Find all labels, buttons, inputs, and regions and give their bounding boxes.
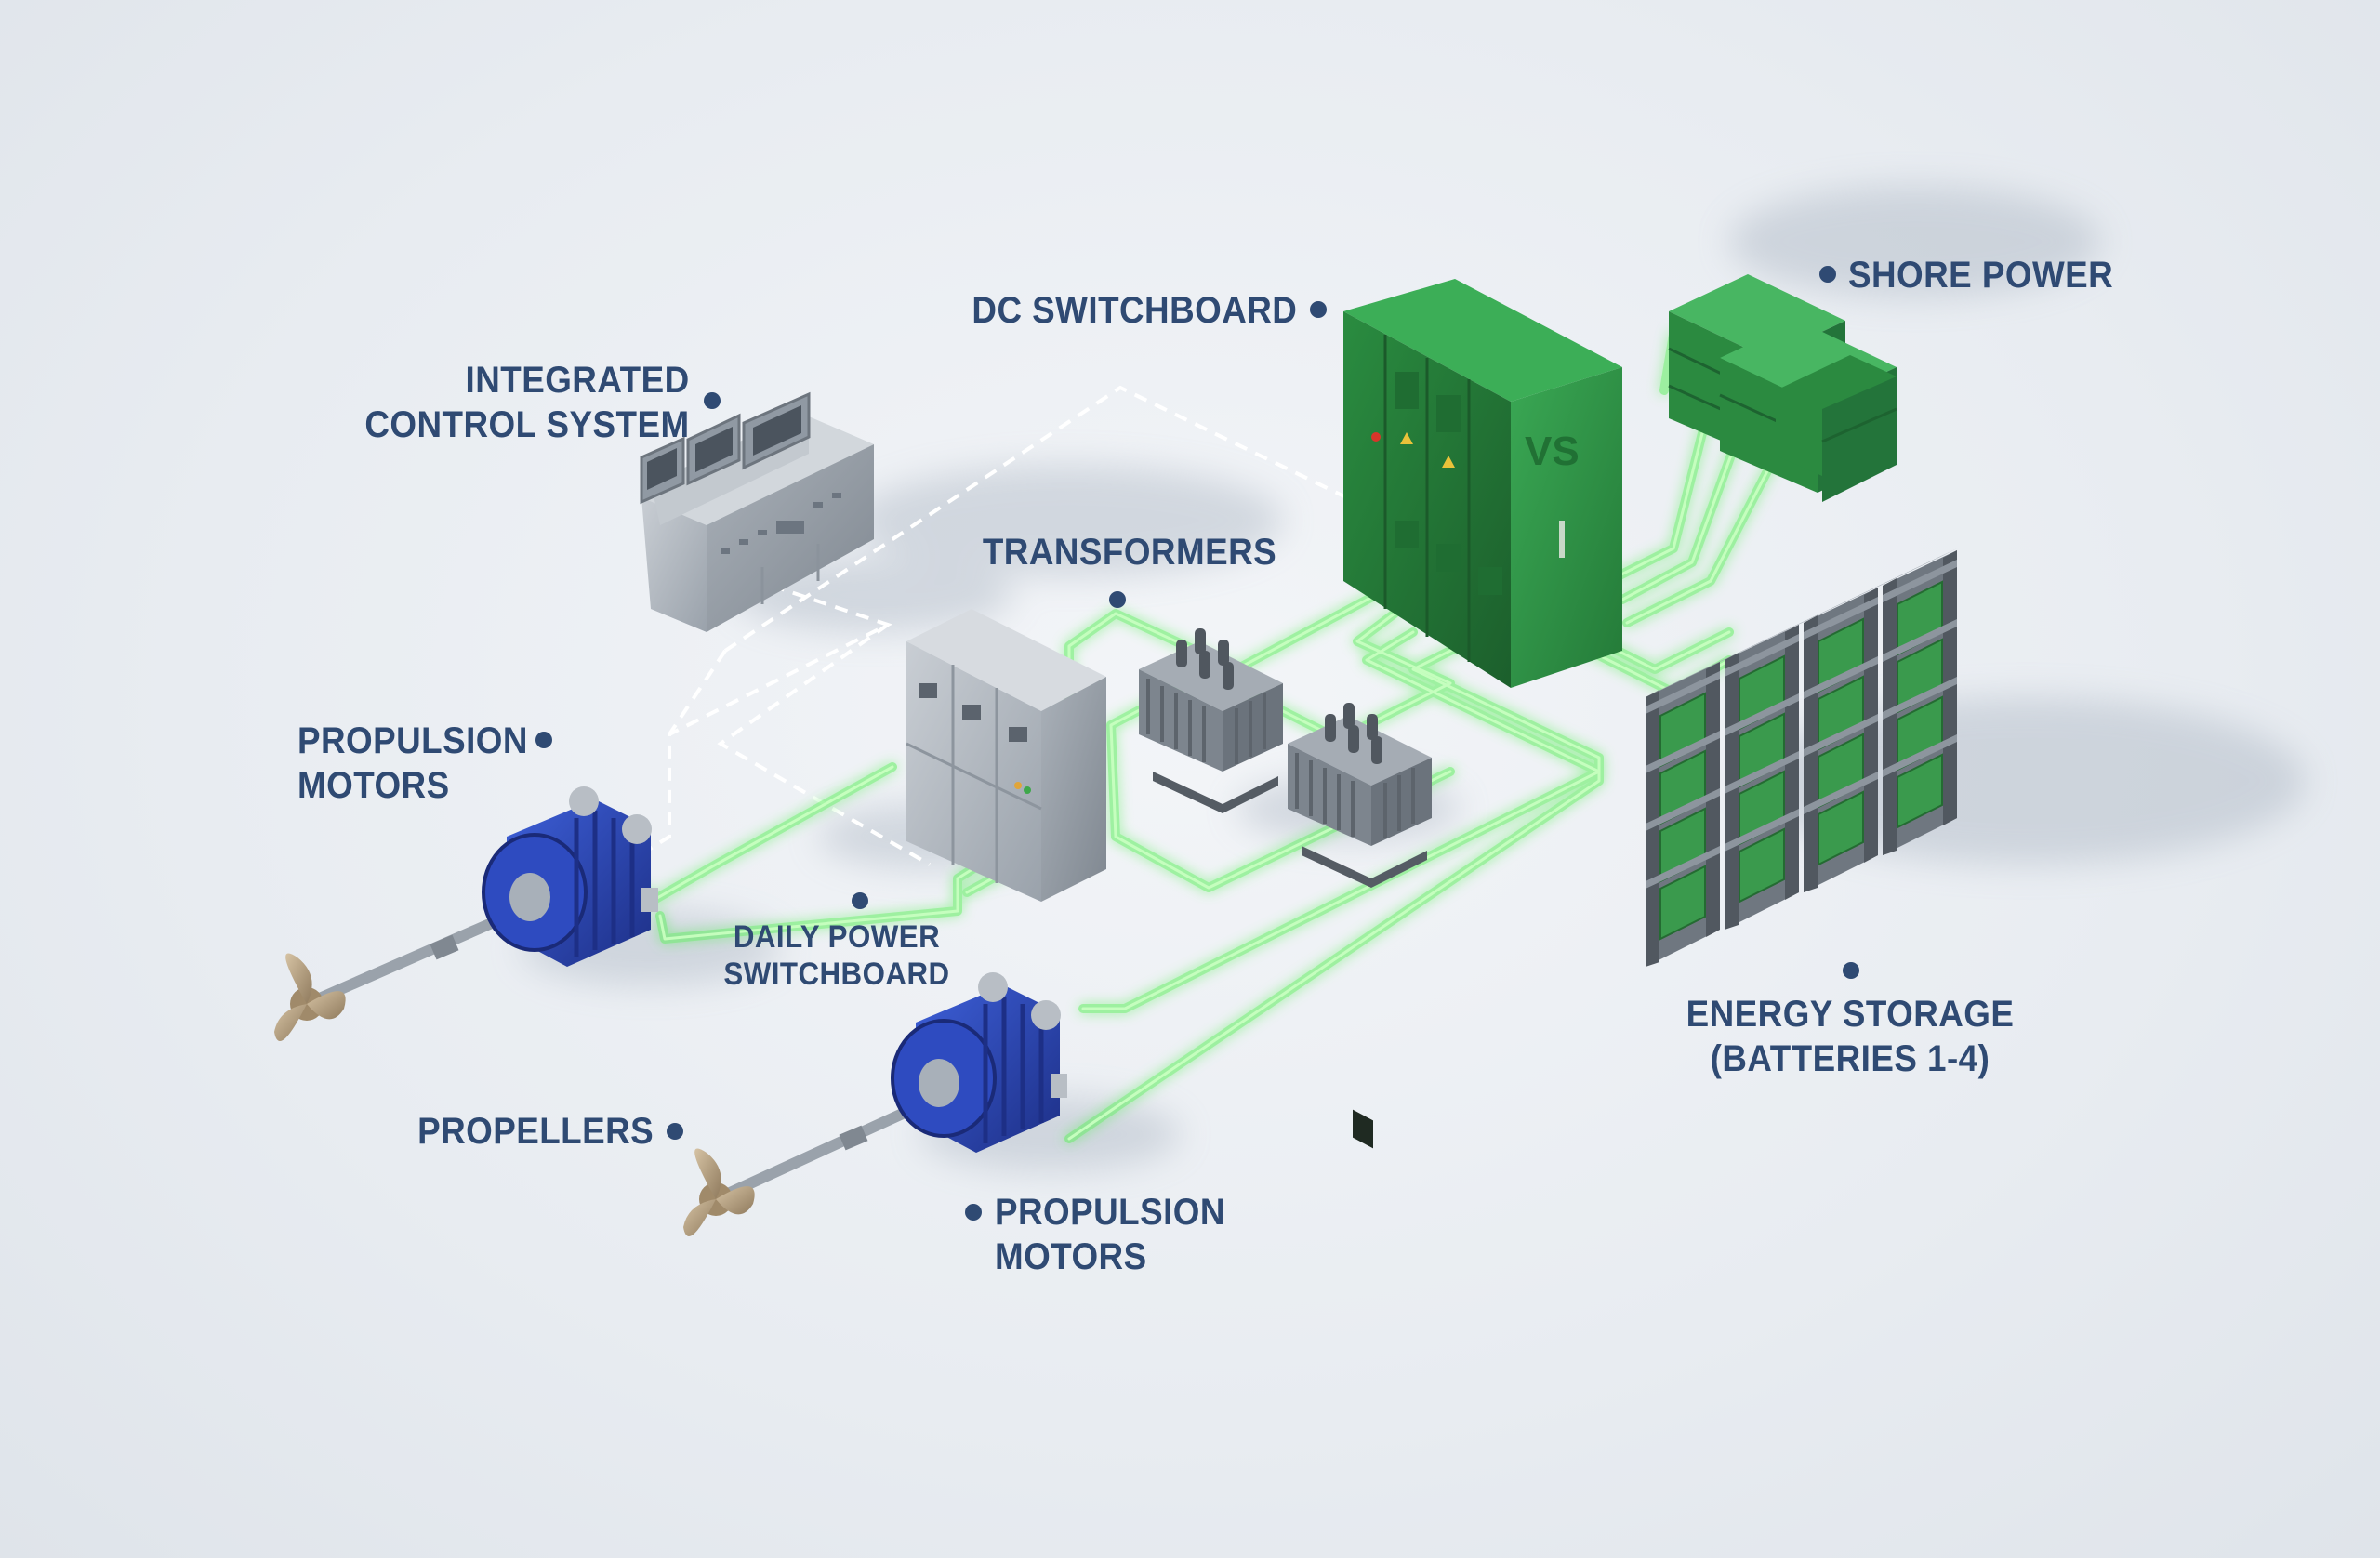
label-dot (852, 892, 868, 909)
label-daily-power-switchboard: DAILY POWER SWITCHBOARD (723, 919, 950, 992)
label-energy-storage: ENERGY STORAGE (BATTERIES 1-4) (1686, 994, 2015, 1079)
energy-storage-battery-racks (1646, 548, 1958, 967)
label-dc-switchboard: DC SWITCHBOARD (972, 290, 1297, 331)
label-propulsion-motors-right: PROPULSION MOTORS (995, 1192, 1225, 1277)
label-dot (1843, 962, 1859, 979)
label-dot (704, 392, 721, 409)
label-dot (667, 1123, 683, 1140)
vs-monogram-icon: VS (1525, 429, 1580, 474)
label-dot (1819, 266, 1836, 283)
label-propellers: PROPELLERS (416, 1111, 654, 1152)
label-dot (1310, 301, 1327, 318)
label-propulsion-motors-left: PROPULSION MOTORS (298, 720, 528, 806)
propeller-right (683, 1148, 755, 1236)
propeller-left (274, 953, 346, 1041)
label-dot (536, 732, 552, 748)
integrated-control-system-console (640, 391, 874, 632)
label-dot (965, 1204, 982, 1221)
dc-switchboard-cabinet: VS (1343, 279, 1622, 1149)
label-transformers: TRANSFORMERS (982, 532, 1277, 573)
label-integrated-control-system: INTEGRATED CONTROL SYSTEM (364, 360, 690, 445)
propulsion-motor-right (713, 972, 1067, 1205)
label-shore-power: SHORE POWER (1848, 255, 2114, 296)
transformers (1139, 628, 1434, 890)
propulsion-motor-left (304, 786, 658, 1010)
shore-power-units (1668, 274, 1897, 502)
daily-power-switchboard-cabinet (906, 609, 1106, 902)
label-dot (1109, 591, 1126, 608)
